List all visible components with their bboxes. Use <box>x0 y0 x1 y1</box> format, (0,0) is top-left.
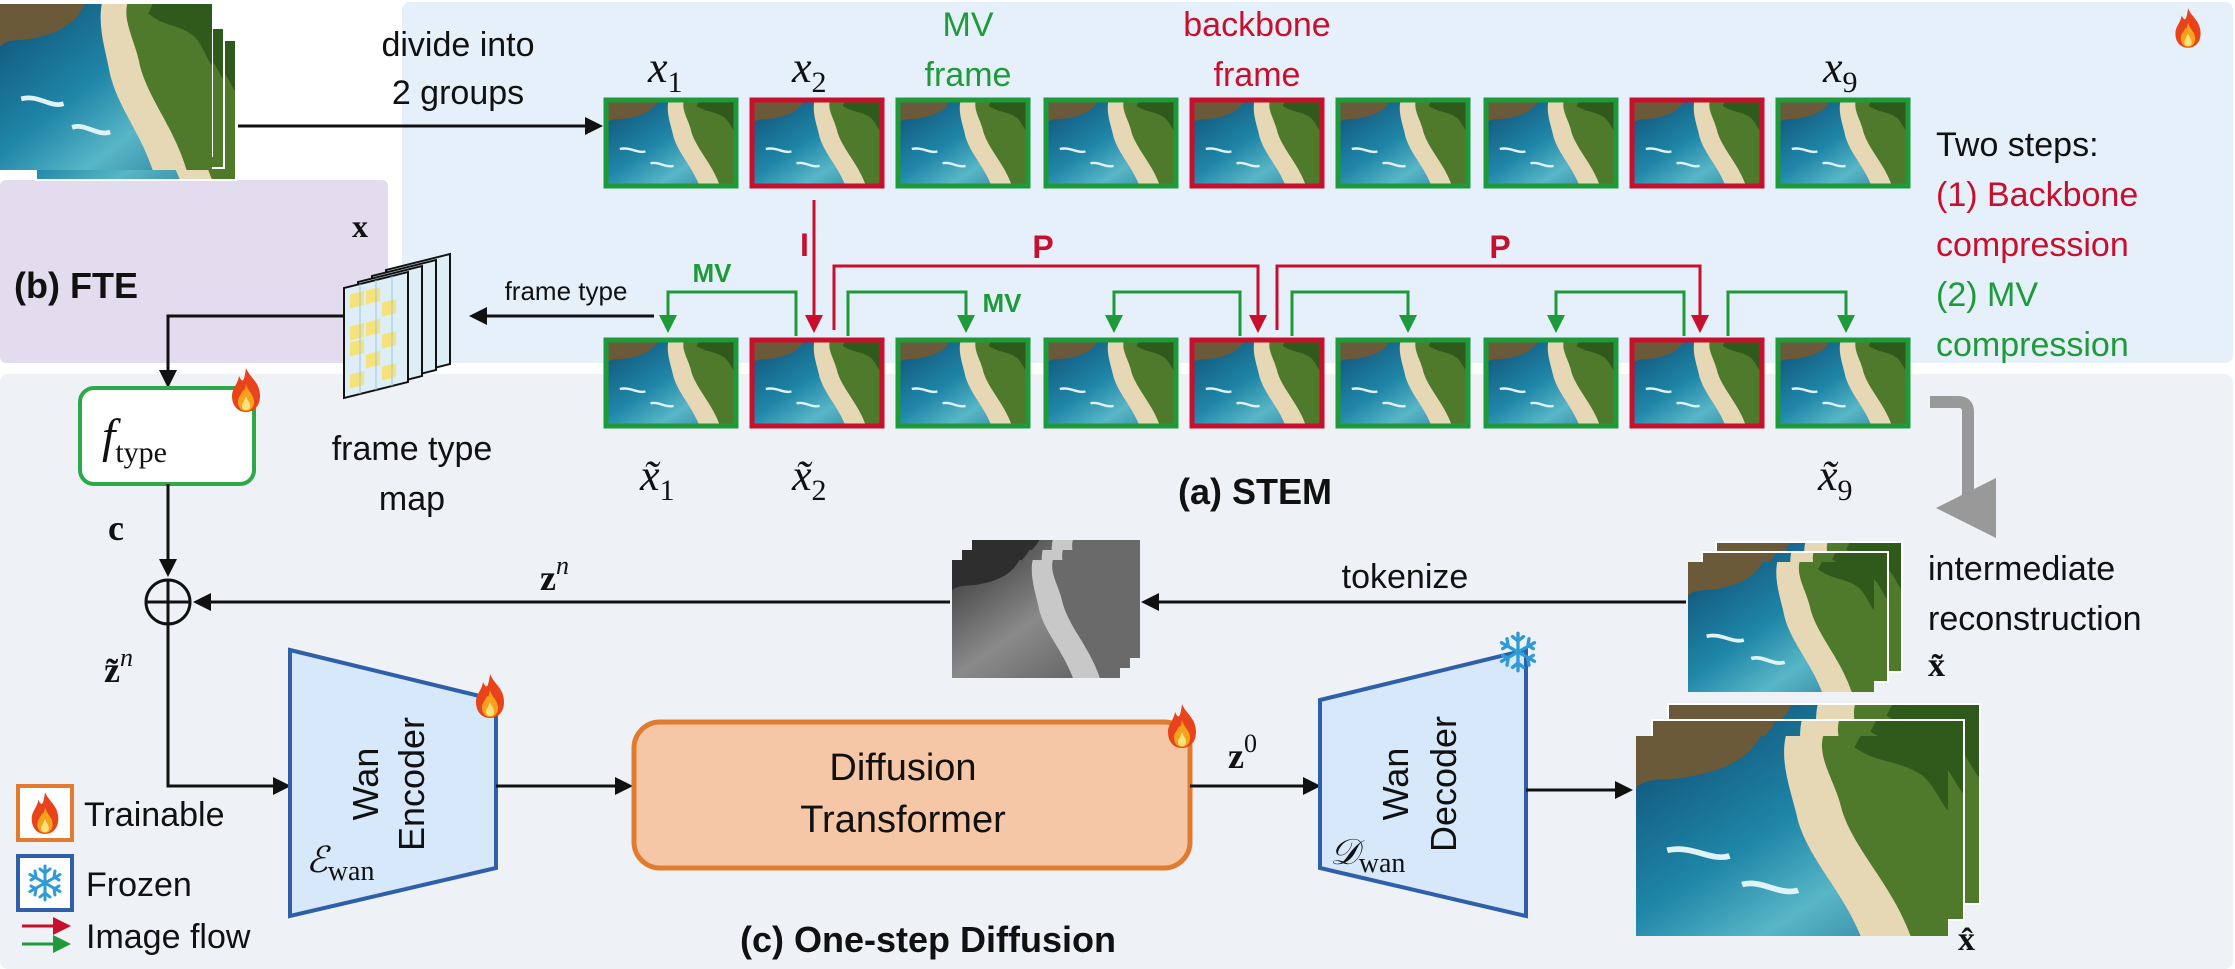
diffusion-title: (c) One-step Diffusion <box>740 919 1116 960</box>
reconstructed-frame-9 <box>1775 337 1911 429</box>
zn-label: zn <box>540 551 569 598</box>
wan-encoder-label-line1: Wan <box>345 748 386 821</box>
output-video-stack <box>1636 703 1981 936</box>
intermediate-label-line1: intermediate <box>1928 550 2115 588</box>
wan-decoder <box>1318 647 1528 919</box>
frame-type-map-label-line2: map <box>379 480 445 518</box>
p-frame-label-1: P <box>1032 229 1053 265</box>
input-frame-6 <box>1335 97 1471 189</box>
intermediate-label-line2: reconstruction <box>1928 600 2142 638</box>
stem-title: (a) STEM <box>1178 471 1332 512</box>
add-operator <box>144 578 192 626</box>
frame-label-x2: x2 <box>791 43 827 99</box>
i-frame-label: I <box>800 227 809 263</box>
z0-label: z0 <box>1228 729 1257 776</box>
frame-type-map-arrow <box>159 314 344 388</box>
reconstructed-frame-1 <box>603 337 739 429</box>
ztilde-n-arrow <box>166 624 291 795</box>
step2-line2: compression <box>1936 326 2129 364</box>
tokenized-latent-stack <box>952 540 1140 678</box>
frame-label-x9: x9 <box>1822 43 1858 99</box>
input-video-label: x <box>352 208 368 244</box>
wan-decoder-label-line2: Decoder <box>1423 716 1464 852</box>
legend-trainable-label: Trainable <box>84 796 224 834</box>
legend: Trainable Frozen Image flow <box>16 784 251 956</box>
divide-label-line1: divide into <box>381 26 534 64</box>
input-frame-4 <box>1043 97 1179 189</box>
step1-line2: compression <box>1936 226 2129 264</box>
two-steps-label: Two steps: <box>1936 126 2099 164</box>
input-frames-row <box>603 97 1911 189</box>
ztilde-n-label: z̃n <box>104 643 133 690</box>
reconstructed-frame-6 <box>1335 337 1471 429</box>
mv-frame-label-line2: frame <box>925 56 1012 94</box>
input-frame-8 <box>1629 97 1765 189</box>
input-frame-7 <box>1483 97 1619 189</box>
input-frame-3 <box>895 97 1031 189</box>
diffusion-transformer <box>631 719 1193 871</box>
legend-image-flow-label: Image flow <box>86 918 251 956</box>
x-tilde-label: x̃ <box>1928 647 1945 684</box>
frame-label-xt9: x̃9 <box>1817 451 1853 507</box>
tokenize-label: tokenize <box>1342 558 1469 596</box>
reconstructed-frame-4 <box>1043 337 1179 429</box>
reconstructed-frame-7 <box>1483 337 1619 429</box>
mv-label-2: MV <box>983 288 1023 318</box>
fte-title: (b) FTE <box>14 265 138 306</box>
step2-line1: (2) MV <box>1936 276 2038 314</box>
x-hat-label: x̂ <box>1958 921 1975 958</box>
mv-label-1: MV <box>693 258 733 288</box>
mv-frame-label-line1: MV <box>943 6 994 44</box>
reconstructed-frame-2 <box>749 337 885 429</box>
mv-arrows <box>659 290 1855 336</box>
frame-label-xt2: x̃2 <box>791 451 827 507</box>
c-label: c <box>108 508 124 548</box>
frame-label-xt1: x̃1 <box>639 451 675 507</box>
backbone-frame-label-line2: frame <box>1214 56 1301 94</box>
backbone-frame-label-line1: backbone <box>1183 6 1330 44</box>
frame-type-map <box>343 252 451 400</box>
input-video-stack <box>0 4 237 181</box>
frame-label-x1: x1 <box>647 43 683 99</box>
intermediate-reconstruction-stack <box>1688 541 1903 692</box>
input-frame-1 <box>603 97 739 189</box>
reconstructed-frame-8 <box>1629 337 1765 429</box>
divide-label-line2: 2 groups <box>392 74 524 112</box>
wan-encoder-label-line2: Encoder <box>391 717 432 851</box>
reconstructed-frames-row <box>603 337 1911 429</box>
dit-label-line2: Transformer <box>800 799 1006 841</box>
reconstructed-frame-3 <box>895 337 1031 429</box>
e-wan-label: ℰwan <box>306 840 374 887</box>
input-frame-5 <box>1189 97 1325 189</box>
reconstruction-arrow <box>1930 396 1996 538</box>
reconstructed-frame-5 <box>1189 337 1325 429</box>
legend-frozen-label: Frozen <box>86 866 192 904</box>
dit-label-line1: Diffusion <box>829 747 976 789</box>
input-frame-9 <box>1775 97 1911 189</box>
frame-type-label: frame type <box>505 276 628 306</box>
input-frame-2 <box>749 97 885 189</box>
p-frame-label-2: P <box>1489 229 1510 265</box>
frame-type-map-label-line1: frame type <box>332 430 493 468</box>
wan-decoder-label-line1: Wan <box>1375 748 1416 821</box>
backbone-arrows <box>805 200 1709 333</box>
step1-line1: (1) Backbone <box>1936 176 2138 214</box>
wan-encoder <box>288 647 498 919</box>
